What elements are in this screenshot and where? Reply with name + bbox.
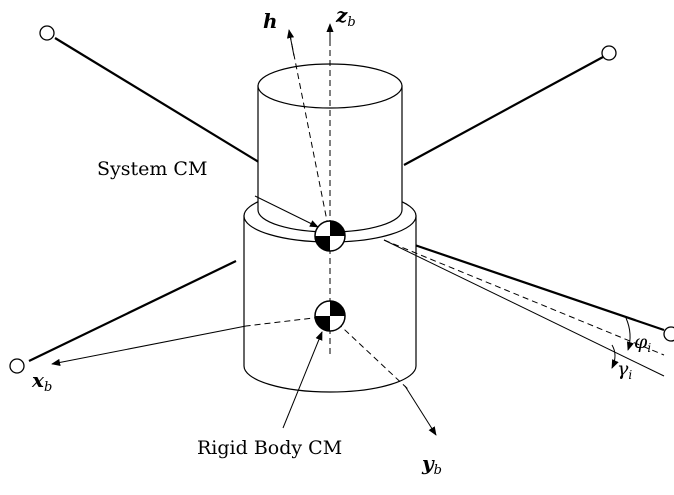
- rigid-body-cm-label: Rigid Body CM: [197, 437, 342, 459]
- leader-lines: [254, 195, 323, 429]
- boom-bottom-left: [28, 260, 237, 362]
- y-axis-label-sub: b: [434, 463, 442, 478]
- upper-cylinder: [257, 63, 403, 233]
- boom-right: [399, 238, 665, 332]
- phi-label: φi: [634, 331, 651, 355]
- x-axis-label-main: x: [31, 368, 45, 392]
- boom-end-top-right: [601, 45, 617, 61]
- boom-lines: [28, 37, 665, 362]
- y-axis-label: yb: [421, 451, 442, 478]
- z-axis-label-sub: b: [347, 15, 355, 30]
- rigid-body-cm-symbol: [314, 300, 346, 332]
- y-axis-label-main: y: [421, 451, 435, 475]
- h-axis: [286, 29, 331, 237]
- gamma-label-main: γ: [617, 358, 629, 380]
- system-cm-symbol: [314, 220, 346, 252]
- angle-lines: [383, 239, 665, 377]
- gamma-label: γi: [617, 358, 632, 382]
- boom-end-bottom-left: [9, 358, 25, 374]
- h-label: h: [263, 9, 278, 33]
- boom-end-circles: [9, 25, 674, 374]
- x-axis-label: xb: [31, 368, 52, 395]
- z-axis-label: zb: [335, 3, 356, 30]
- boom-top-left: [54, 37, 263, 165]
- boom-end-top-left: [39, 25, 55, 41]
- gamma-label-sub: i: [628, 368, 632, 382]
- z-axis-label-main: z: [335, 3, 348, 27]
- boom-end-right: [663, 326, 674, 342]
- phi-label-main: φ: [634, 331, 648, 353]
- x-axis-label-sub: b: [44, 380, 52, 395]
- y-axis: [329, 315, 437, 436]
- phi-label-sub: i: [647, 341, 651, 355]
- boom-top-right: [403, 56, 604, 166]
- system-cm-label: System CM: [97, 158, 207, 180]
